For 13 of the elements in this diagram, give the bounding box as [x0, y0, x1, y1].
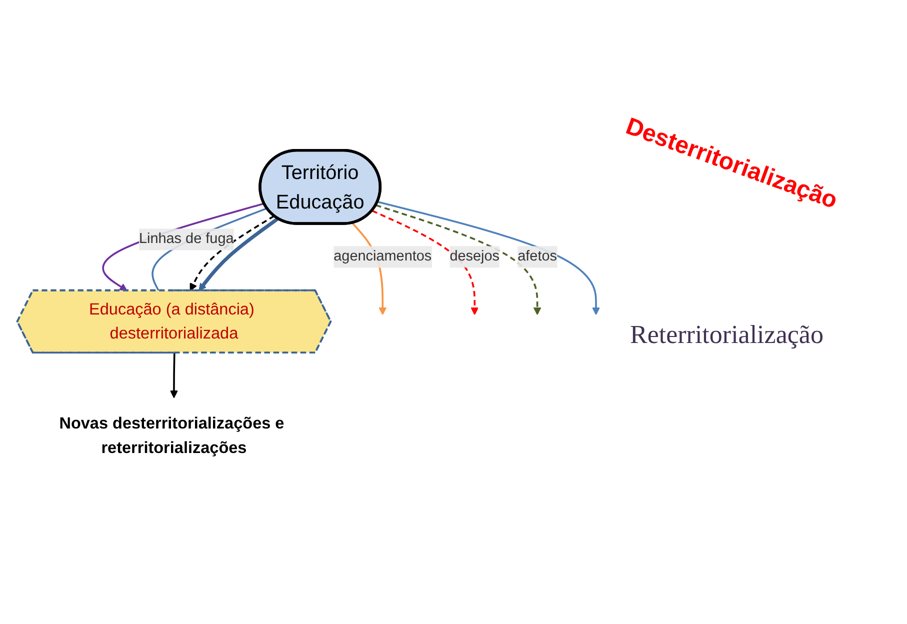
arrow [376, 204, 542, 316]
edge-label: Linhas de fuga [138, 231, 234, 247]
node-text: Novas desterritorializações e reterritorializações [59, 414, 284, 457]
arrow [170, 353, 178, 398]
arrow [198, 217, 280, 292]
edge-label: afetos [518, 248, 557, 264]
flowchart-diagram: agenciamentos desejos Linhas de fuga afetos Território Educação Educação (a distância) desterritorializada Novas desterritorializações e reterritorializações [10, 10, 610, 614]
arrow [377, 200, 600, 316]
annotation-label: Reterritorialização [630, 320, 824, 350]
arrow [190, 215, 275, 292]
edge-label: agenciamentos [334, 248, 432, 264]
edge-label: desejos [450, 248, 500, 264]
arrow [372, 210, 479, 316]
